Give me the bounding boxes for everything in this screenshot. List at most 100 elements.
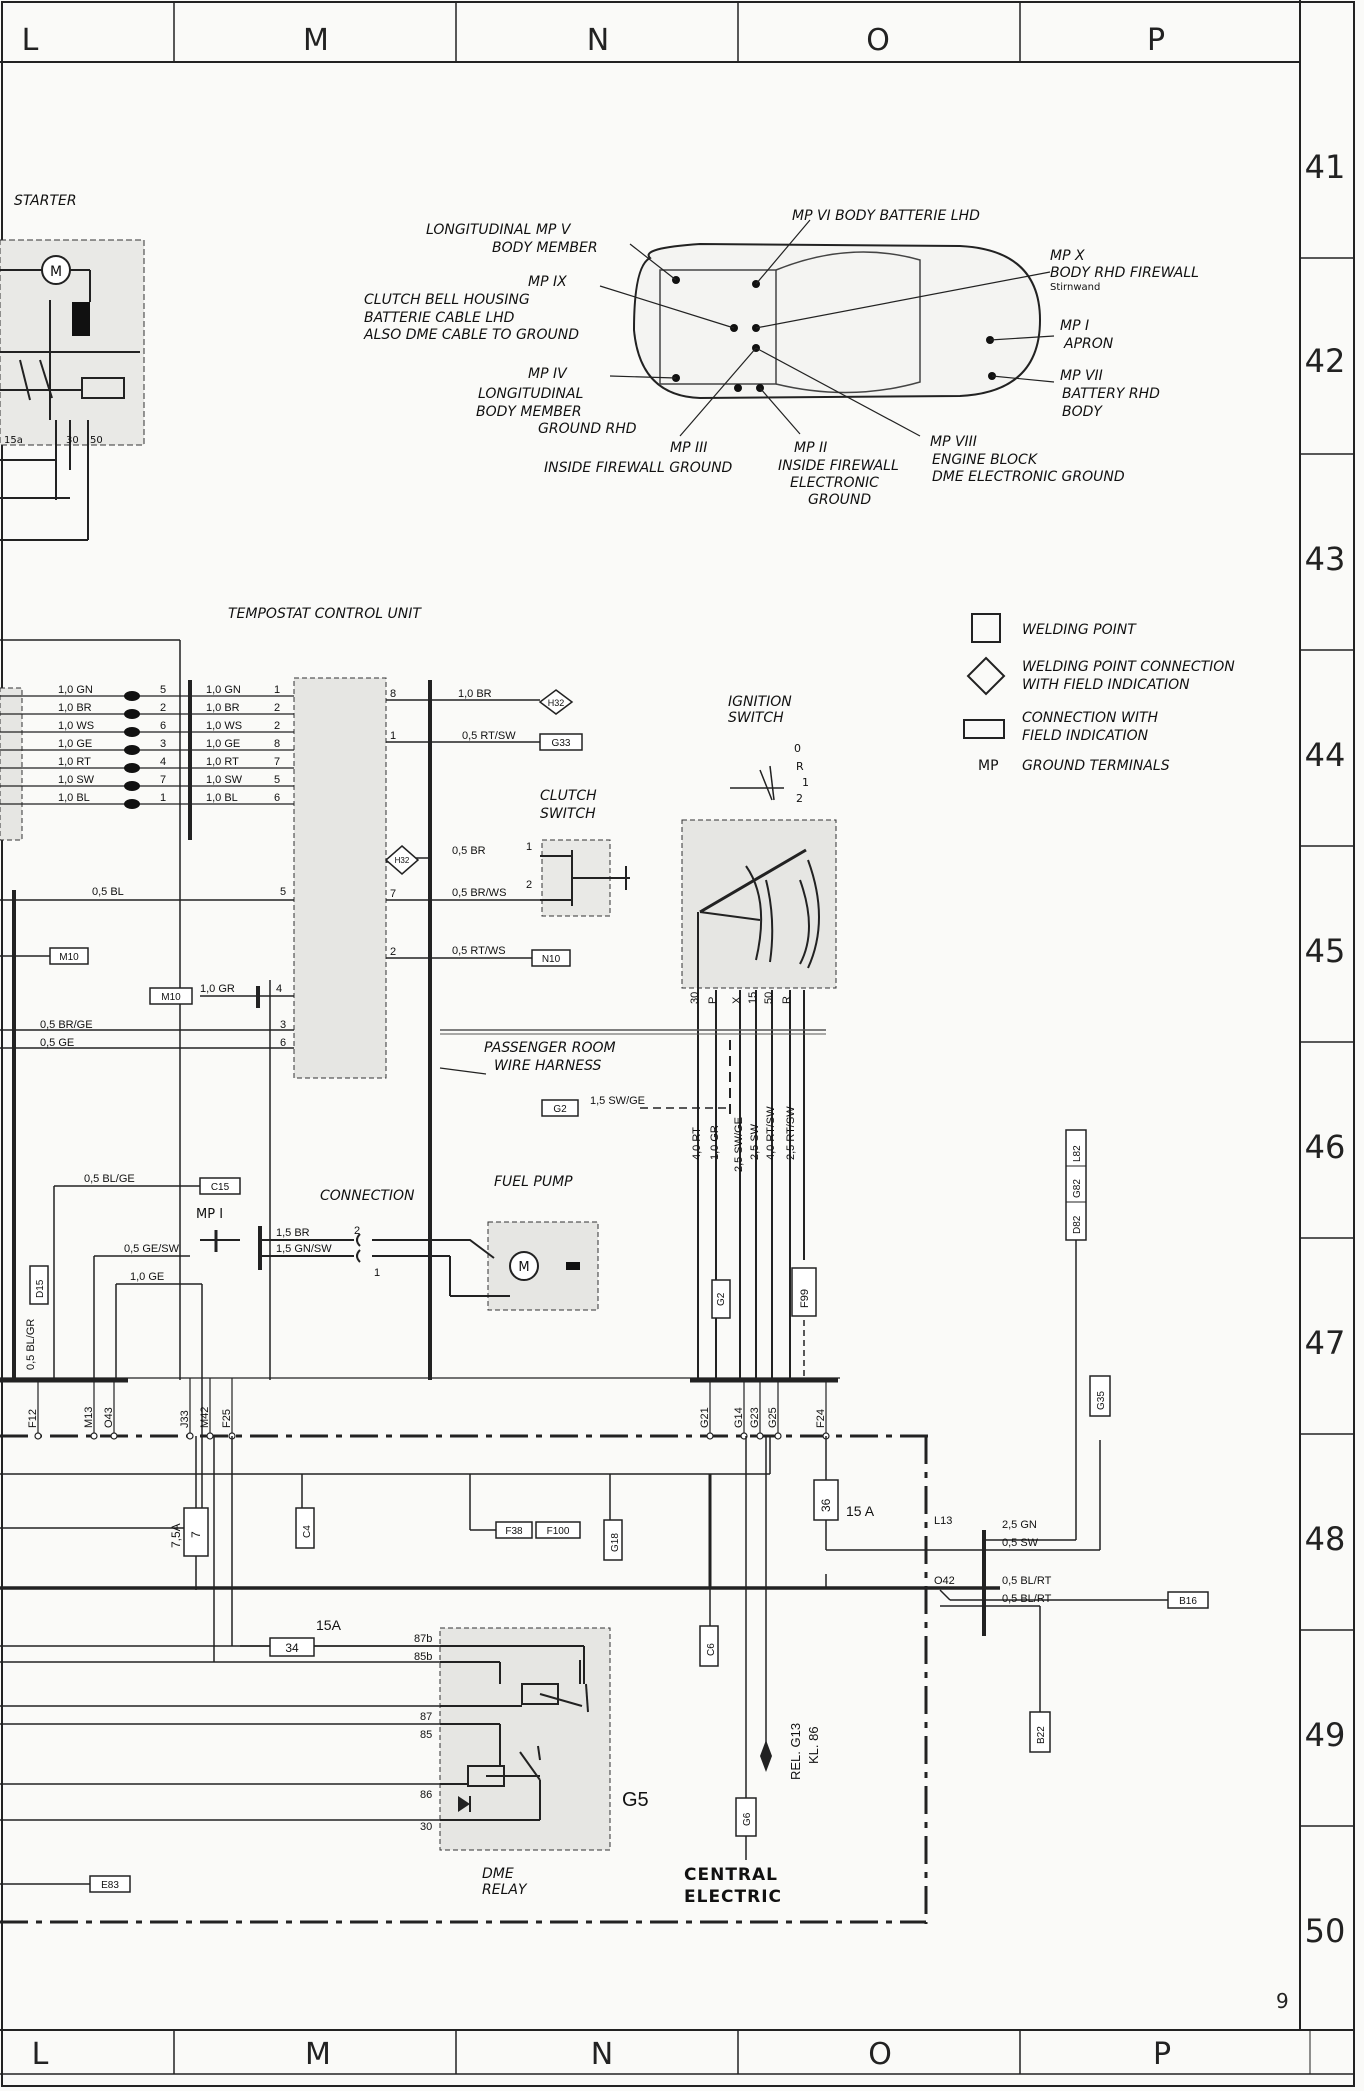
wire-label: 1,0 GR <box>200 983 235 995</box>
wire-label: 0,5 RT/SW <box>462 730 516 742</box>
legend-label: CONNECTION WITH <box>1022 710 1159 726</box>
wire-label: 1,0 SW <box>58 774 95 786</box>
mp-x-label: MP X <box>1050 248 1085 264</box>
fuse-7 <box>183 1507 209 1557</box>
connector-g35 <box>1089 1375 1111 1417</box>
wire-label: 1,0 BR <box>58 702 92 714</box>
col-label: N <box>587 23 609 58</box>
bus-label: F25 <box>221 1409 233 1428</box>
clutch-switch-title: SWITCH <box>540 806 596 822</box>
row-label: 48 <box>1305 1520 1346 1558</box>
ignition-switch: IGNITION SWITCH 0 R 1 2 30 P X 15 50 R 4… <box>440 694 837 1380</box>
clutch-switch: CLUTCH SWITCH 1 2 <box>526 788 630 917</box>
wire-label: 1,0 BR <box>206 702 240 714</box>
wire-label: 0,5 BR/GE <box>40 1019 93 1031</box>
wire-label: 0,5 GE/SW <box>124 1243 180 1255</box>
connector-label: G35 <box>1096 1391 1107 1410</box>
wire-label: 0,5 BL/RT <box>1002 1575 1052 1587</box>
legend-rect-icon <box>963 719 1005 739</box>
connector-c6 <box>699 1625 719 1667</box>
pin-label: 6 <box>280 1037 286 1049</box>
row-label: 43 <box>1305 540 1346 578</box>
starter-block: STARTER M 15a 30 50 <box>0 193 145 541</box>
pin-label: 87 <box>420 1711 432 1723</box>
connector-label: H32 <box>395 856 410 865</box>
pin-label: 3 <box>160 738 166 750</box>
plug-icon <box>124 727 140 737</box>
mp-i-label: MP I <box>1060 318 1089 334</box>
pin-label: 7 <box>160 774 166 786</box>
wire-label: 1,0 RT <box>58 756 91 768</box>
starter-title: STARTER <box>14 193 77 209</box>
legend-mp-symbol: MP <box>978 758 999 774</box>
wire-label: 0,5 BL/GE <box>84 1173 135 1185</box>
wire-label: 2,5 RT/SW <box>785 1106 797 1160</box>
row-label: 50 <box>1305 1912 1346 1950</box>
bus-node <box>206 1432 214 1440</box>
wire-label: 1,0 BL <box>206 792 238 804</box>
connector-label: C6 <box>706 1643 717 1656</box>
legend-diamond-icon <box>966 656 1006 696</box>
fuel-pump-title: FUEL PUMP <box>494 1174 573 1190</box>
connector-label: G82 <box>1072 1179 1083 1198</box>
wire-label: 4,0 RT <box>691 1127 703 1160</box>
row-label: 49 <box>1305 1716 1346 1754</box>
row-label: 41 <box>1305 148 1346 186</box>
pin-label: 6 <box>160 720 166 732</box>
svg-text:M: M <box>50 264 62 280</box>
position-label: 1 <box>802 776 809 789</box>
legend-label: WELDING POINT <box>1022 622 1137 638</box>
connector-label: N10 <box>542 954 561 965</box>
central-electric: C4 F38 F100 G18 7 7,5A 36 15 A 34 15A C6… <box>0 1436 1209 1907</box>
row-label: 45 <box>1305 932 1346 970</box>
dme-relay: 87b 85b 87 85 86 30 G5 DME RELAY <box>414 1627 649 1898</box>
mp-v-label: BODY MEMBER <box>492 240 598 256</box>
bus-label: G25 <box>767 1407 779 1428</box>
ground-mp1-label: MP I <box>196 1207 223 1222</box>
wire-label: 0,5 BR/WS <box>452 887 506 899</box>
bus-label: O42 <box>934 1575 955 1587</box>
col-label: M <box>303 23 329 58</box>
connector-c4 <box>295 1507 315 1549</box>
pin-label: 4 <box>276 983 282 995</box>
row-label: 46 <box>1305 1128 1346 1166</box>
wire-label: 0,5 RT/WS <box>452 945 506 957</box>
column-dividers <box>173 2 1021 2074</box>
mp-ix-label: ALSO DME CABLE TO GROUND <box>363 327 579 343</box>
motor-letter: M <box>518 1260 529 1275</box>
relay-ref: REL. G13 <box>788 1723 803 1780</box>
connector-label: D15 <box>35 1279 46 1298</box>
fuse-label: 36 <box>819 1498 833 1512</box>
position-label: 0 <box>794 742 801 755</box>
mp-vii-label: MP VII <box>1060 368 1103 384</box>
connector-label: G2 <box>716 1292 727 1306</box>
position-label: 2 <box>796 792 803 805</box>
wire-label: 1,0 GE <box>58 738 92 750</box>
row-dividers <box>1300 257 1354 1827</box>
connector-label: G6 <box>742 1812 753 1826</box>
pin-label: 6 <box>274 792 280 804</box>
pin-label: 2 <box>390 946 396 958</box>
pin-label: 2 <box>354 1225 360 1237</box>
connector-label: F100 <box>547 1526 570 1537</box>
pin-label: 1 <box>160 792 166 804</box>
plug-icon <box>124 763 140 773</box>
legend-label: GROUND TERMINALS <box>1022 758 1170 774</box>
col-label: O <box>868 2037 892 2072</box>
row-label: 42 <box>1305 342 1346 380</box>
bus-label: F12 <box>27 1409 39 1428</box>
wire-label: 1,0 WS <box>206 720 242 732</box>
connector-c15 <box>199 1177 241 1195</box>
wire-label: 0,5 BL/GR <box>25 1319 37 1370</box>
harness-text: WIRE HARNESS <box>494 1058 602 1074</box>
terminal-label: 30 <box>66 435 79 446</box>
mp-iv-label: LONGITUDINAL <box>478 386 583 402</box>
ignition-title: SWITCH <box>728 710 784 726</box>
row-label: 44 <box>1305 736 1346 774</box>
connector-d15 <box>29 1265 49 1305</box>
wire-label: 0,5 SW <box>1002 1537 1039 1549</box>
connector-g18 <box>603 1519 623 1561</box>
mp-x-label: BODY RHD FIREWALL <box>1050 265 1199 281</box>
connector-f99 <box>791 1267 817 1317</box>
